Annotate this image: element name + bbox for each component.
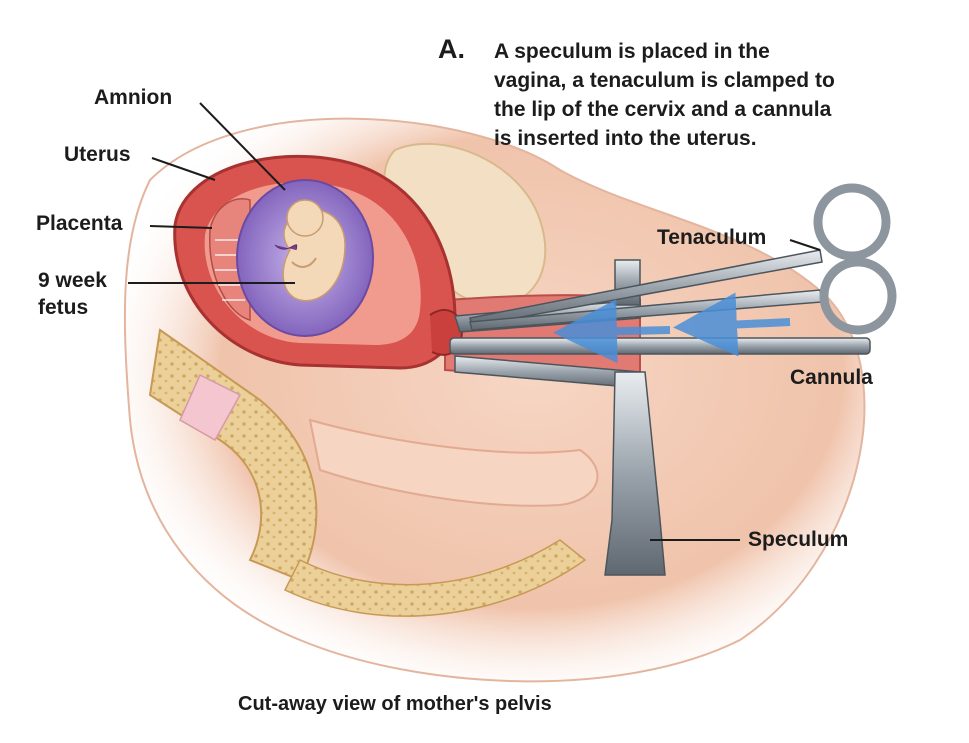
leader-placenta: [149, 225, 213, 229]
label-fetus: 9 week fetus: [38, 267, 107, 321]
label-fetus-line2: fetus: [38, 296, 89, 319]
rectum: [308, 418, 599, 507]
cannula-instrument: [449, 337, 871, 355]
fetus: [274, 199, 346, 302]
placenta: [209, 198, 251, 321]
spinal-disc: [179, 373, 242, 442]
leader-amnion: [199, 102, 286, 191]
leader-tenaculum: [789, 239, 821, 251]
lower-band: [283, 539, 587, 617]
label-tenaculum: Tenaculum: [657, 226, 767, 249]
leader-uterus: [151, 157, 216, 181]
label-cannula: Cannula: [790, 366, 873, 389]
step-letter: A.: [438, 34, 465, 64]
label-placenta: Placenta: [36, 212, 123, 235]
label-uterus: Uterus: [64, 143, 131, 166]
figure-caption: Cut-away view of mother's pelvis: [238, 693, 552, 715]
label-amnion: Amnion: [94, 86, 173, 109]
flow-arrows: [553, 292, 791, 364]
description-line: the lip of the cervix and a cannula: [494, 98, 832, 121]
description-line: is inserted into the uterus.: [494, 127, 757, 150]
description-line: A speculum is placed in the: [494, 40, 770, 63]
procedure-description: A speculum is placed in the vagina, a te…: [494, 37, 954, 153]
leader-lines: [128, 102, 821, 541]
label-fetus-line1: 9 week: [38, 269, 107, 292]
description-line: vagina, a tenaculum is clamped to: [494, 69, 835, 92]
label-speculum: Speculum: [748, 528, 849, 551]
